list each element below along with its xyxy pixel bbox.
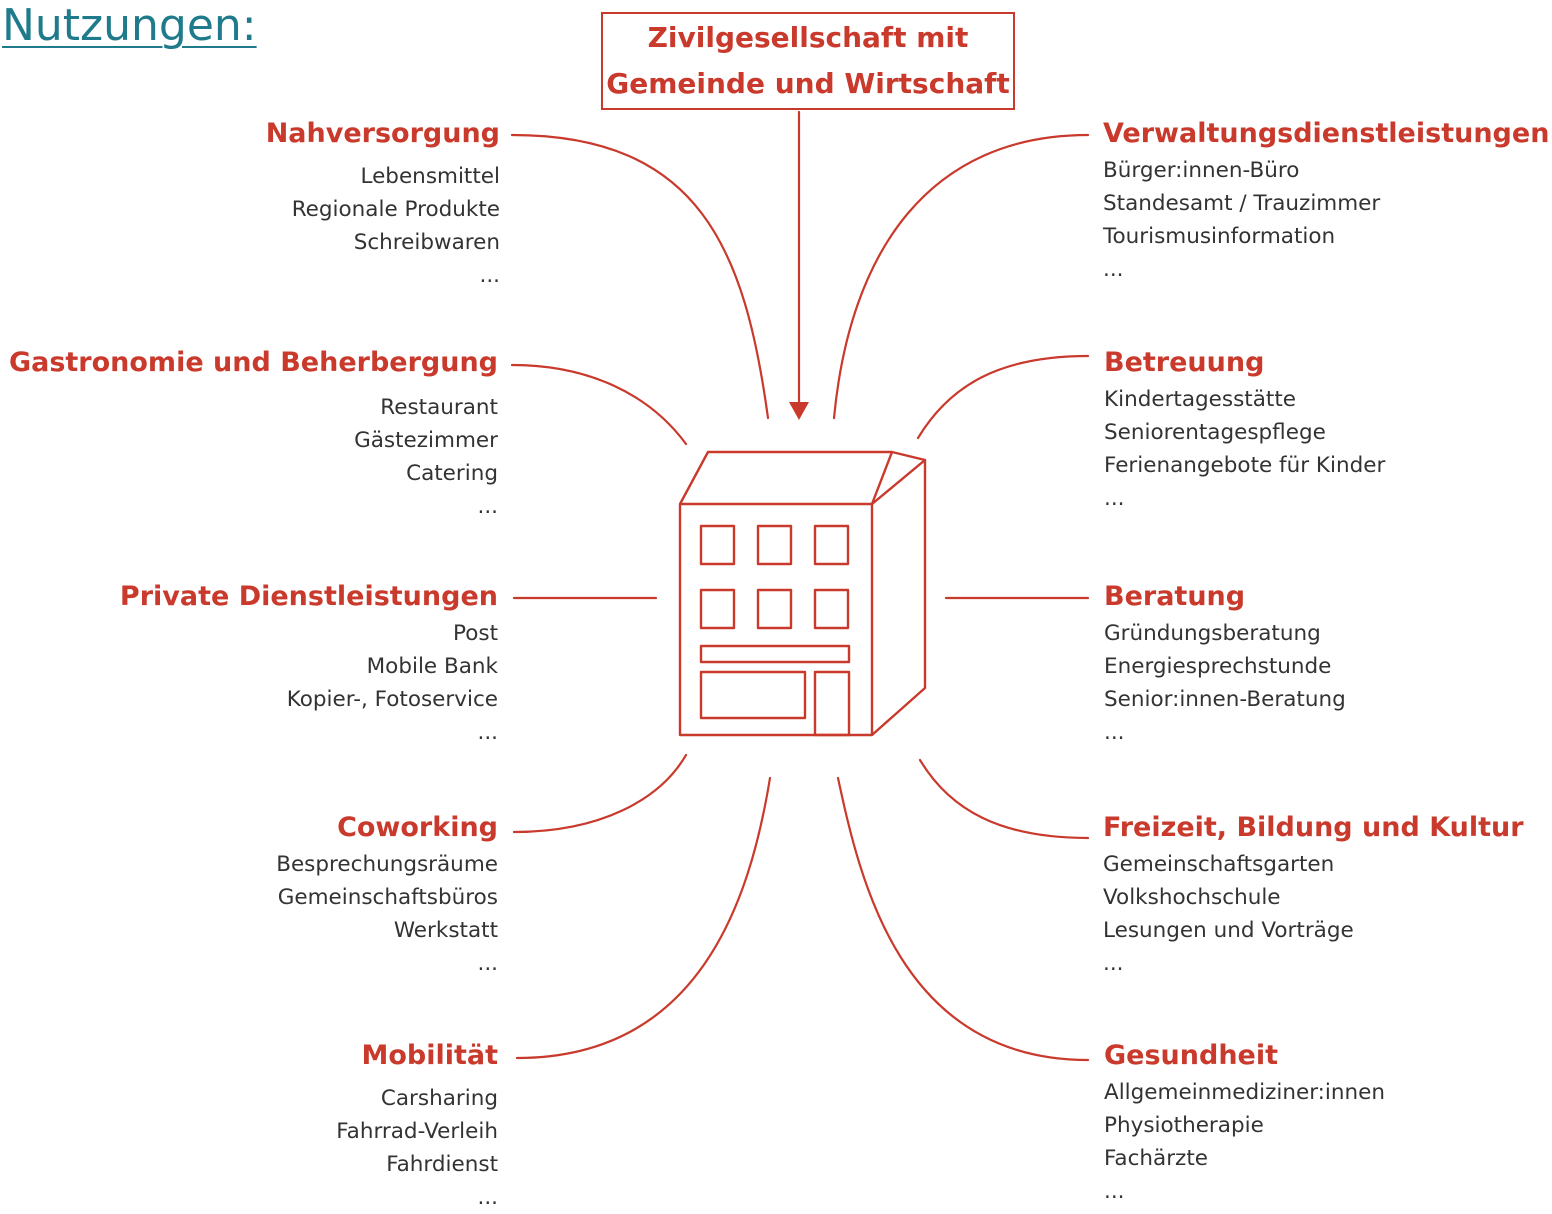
group-gastronomie: Gastronomie und Beherbergung Restaurant … — [8, 345, 498, 523]
connector-verwaltung — [832, 133, 1090, 420]
group-title: Freizeit, Bildung und Kultur — [1103, 812, 1524, 843]
group-title: Private Dienstleistungen — [119, 581, 498, 612]
list-item: ... — [477, 494, 498, 519]
group-title: Verwaltungsdienstleistungen — [1103, 118, 1550, 149]
connector-mobilitaet — [515, 776, 772, 1060]
connector-gastronomie — [510, 363, 688, 446]
list-item: Fachärzte — [1104, 1146, 1208, 1171]
list-item: ... — [477, 951, 498, 976]
list-item: Kopier-, Fotoservice — [286, 687, 498, 712]
connector-coworking — [512, 753, 688, 834]
list-item: Besprechungsräume — [276, 852, 498, 877]
group-private-dienstleistungen: Private Dienstleistungen Post Mobile Ban… — [8, 579, 498, 749]
group-gesundheit: Gesundheit Allgemeinmediziner:innen Phys… — [1104, 1038, 1544, 1208]
source-box: Zivilgesellschaft mit Gemeinde und Wirts… — [601, 12, 1015, 110]
list-item: Restaurant — [380, 395, 498, 420]
list-item: Fahrrad-Verleih — [336, 1119, 498, 1144]
list-item: Ferienangebote für Kinder — [1104, 453, 1386, 478]
list-item: Fahrdienst — [386, 1152, 498, 1177]
list-item: Gemeinschaftsgarten — [1103, 852, 1335, 877]
list-item: Gemeinschaftsbüros — [277, 885, 498, 910]
group-title: Nahversorgung — [265, 118, 500, 149]
list-item: ... — [477, 720, 498, 745]
list-item: Gästezimmer — [354, 428, 498, 453]
list-item: Bürger:innen-Büro — [1103, 158, 1300, 183]
group-title: Mobilität — [361, 1040, 498, 1071]
list-item: Standesamt / Trauzimmer — [1103, 191, 1381, 216]
group-title: Gesundheit — [1104, 1040, 1279, 1071]
list-item: Schreibwaren — [353, 230, 500, 255]
list-item: Volkshochschule — [1103, 885, 1281, 910]
list-item: ... — [1104, 720, 1125, 745]
group-beratung: Beratung Gründungsberatung Energiesprech… — [1104, 579, 1544, 749]
list-item: Lesungen und Vorträge — [1103, 918, 1354, 943]
list-item: ... — [479, 263, 500, 288]
page-title: Nutzungen: — [2, 0, 257, 51]
arrow-head-icon — [789, 402, 809, 420]
list-item: Energiesprechstunde — [1104, 654, 1332, 679]
list-item: ... — [1104, 486, 1125, 511]
list-item: ... — [1103, 257, 1124, 282]
list-item: ... — [1103, 951, 1124, 976]
group-title: Betreuung — [1104, 347, 1265, 378]
list-item: Senior:innen-Beratung — [1104, 687, 1346, 712]
list-item: Regionale Produkte — [291, 197, 500, 222]
group-title: Coworking — [337, 812, 498, 843]
list-item: Tourismusinformation — [1103, 224, 1336, 249]
list-item: Gründungsberatung — [1104, 621, 1321, 646]
group-verwaltungsdienstleistungen: Verwaltungsdienstleistungen Bürger:innen… — [1103, 116, 1550, 286]
list-item: Werkstatt — [393, 918, 498, 943]
list-item: ... — [1104, 1179, 1125, 1204]
list-item: Seniorentagespflege — [1104, 420, 1326, 445]
source-line-1: Zivilgesellschaft mit — [647, 21, 969, 54]
connector-betreuung — [916, 354, 1090, 440]
connector-nahversorgung — [510, 133, 770, 420]
list-item: Carsharing — [380, 1086, 498, 1111]
group-coworking: Coworking Besprechungsräume Gemeinschaft… — [8, 810, 498, 980]
connector-freizeit — [918, 758, 1090, 840]
list-item: Kindertagesstätte — [1104, 387, 1296, 412]
list-item: ... — [477, 1185, 498, 1210]
list-item: Lebensmittel — [360, 164, 500, 189]
list-item: Catering — [406, 461, 498, 486]
list-item: Post — [453, 621, 498, 646]
group-nahversorgung: Nahversorgung Lebensmittel Regionale Pro… — [10, 116, 500, 292]
source-line-2: Gemeinde und Wirtschaft — [606, 67, 1010, 100]
list-item: Mobile Bank — [366, 654, 498, 679]
group-title: Gastronomie und Beherbergung — [8, 347, 498, 378]
list-item: Physiotherapie — [1104, 1113, 1264, 1138]
list-item: Allgemeinmediziner:innen — [1104, 1080, 1385, 1105]
group-mobilitaet: Mobilität Carsharing Fahrrad-Verleih Fah… — [8, 1038, 498, 1214]
group-title: Beratung — [1104, 581, 1246, 612]
group-freizeit-bildung-kultur: Freizeit, Bildung und Kultur Gemeinschaf… — [1103, 810, 1543, 980]
connector-gesundheit — [836, 776, 1090, 1062]
building-icon — [678, 450, 927, 737]
group-betreuung: Betreuung Kindertagesstätte Seniorentage… — [1104, 345, 1544, 515]
